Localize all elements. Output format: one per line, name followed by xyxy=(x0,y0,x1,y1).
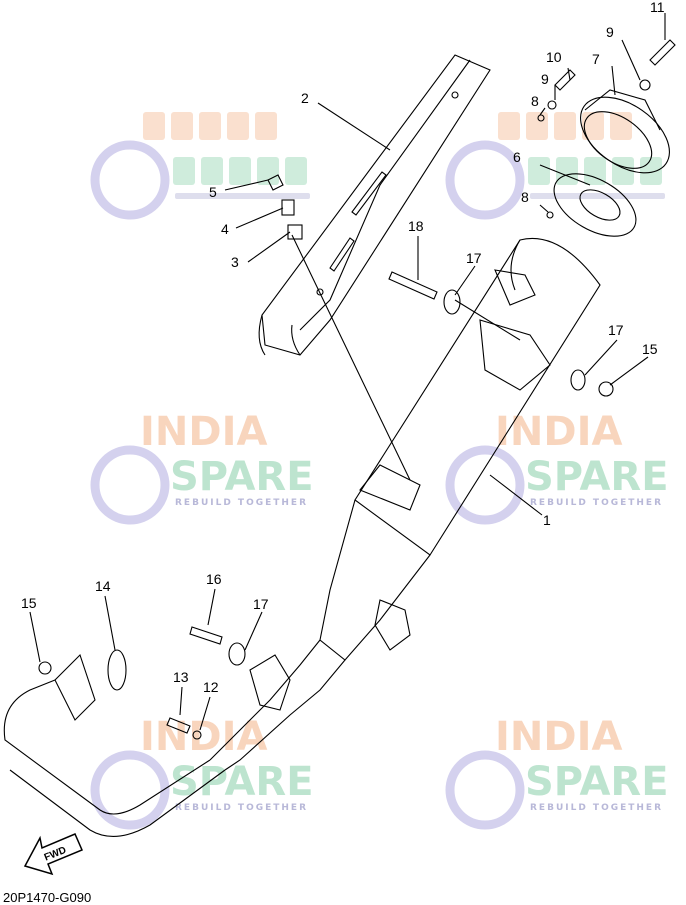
muffler xyxy=(209,237,601,771)
callout-17: 17 xyxy=(466,250,482,266)
svg-text:INDIA: INDIA xyxy=(140,409,267,455)
svg-text:REBUILD TOGETHER: REBUILD TOGETHER xyxy=(530,498,663,508)
svg-text:INDIA: INDIA xyxy=(495,409,622,455)
callout-1: 1 xyxy=(543,512,551,528)
callout-10: 10 xyxy=(546,49,562,65)
callout-6: 6 xyxy=(513,149,521,165)
callout-9: 9 xyxy=(541,71,549,87)
heat-shield xyxy=(258,54,491,356)
exhaust-pipe xyxy=(3,649,226,837)
diagram-code: 20P1470-G090 xyxy=(3,890,91,905)
svg-text:REBUILD TOGETHER: REBUILD TOGETHER xyxy=(175,803,308,813)
callout-16: 16 xyxy=(206,571,222,587)
callout-7: 7 xyxy=(592,51,600,67)
callout-17: 17 xyxy=(608,322,624,338)
callout-5: 5 xyxy=(209,184,217,200)
callout-18: 18 xyxy=(408,218,424,234)
callout-8: 8 xyxy=(521,189,529,205)
forward-direction-arrow: FWD xyxy=(23,833,83,876)
leader-lines xyxy=(29,13,666,731)
fasteners xyxy=(38,39,676,740)
svg-text:REBUILD TOGETHER: REBUILD TOGETHER xyxy=(175,498,308,508)
callout-11: 11 xyxy=(650,0,665,15)
callout-15: 15 xyxy=(642,341,658,357)
callout-labels: 11 9 10 7 9 8 6 8 2 5 4 3 18 17 17 15 1 … xyxy=(21,0,665,695)
svg-text:INDIA: INDIA xyxy=(140,714,267,760)
watermark-logo-picture xyxy=(90,112,310,220)
watermark-logo-picture xyxy=(445,112,665,220)
callout-12: 12 xyxy=(203,679,219,695)
callout-2: 2 xyxy=(301,90,309,106)
callout-3: 3 xyxy=(231,254,239,270)
callout-17: 17 xyxy=(253,596,269,612)
callout-8: 8 xyxy=(531,93,539,109)
callout-14: 14 xyxy=(95,578,111,594)
callout-13: 13 xyxy=(173,669,189,685)
callout-15: 15 xyxy=(21,595,37,611)
svg-text:REBUILD TOGETHER: REBUILD TOGETHER xyxy=(530,803,663,813)
end-cap xyxy=(553,89,670,237)
svg-text:SPARE: SPARE xyxy=(525,759,669,805)
callout-9: 9 xyxy=(606,24,614,40)
svg-text:SPARE: SPARE xyxy=(525,454,669,500)
svg-text:SPARE: SPARE xyxy=(170,759,314,805)
svg-text:INDIA: INDIA xyxy=(495,714,622,760)
callout-4: 4 xyxy=(221,221,229,237)
svg-text:SPARE: SPARE xyxy=(170,454,314,500)
